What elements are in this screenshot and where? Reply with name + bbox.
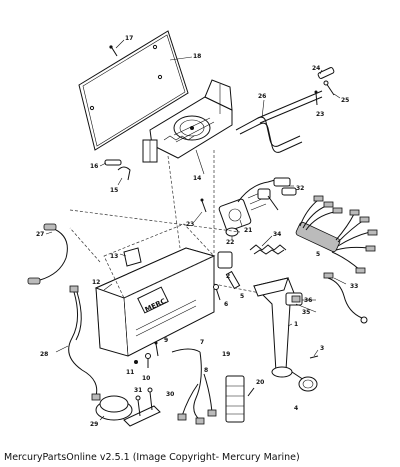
mounting-plate xyxy=(78,30,189,151)
callout-11: 11 xyxy=(126,369,134,376)
pin-16 xyxy=(104,159,122,166)
wire-8 xyxy=(177,351,217,425)
callout-29: 29 xyxy=(90,421,98,428)
screw-10 xyxy=(145,353,151,368)
horn-29 xyxy=(95,395,161,427)
cable-end-24 xyxy=(317,67,335,79)
key-32 xyxy=(257,177,297,211)
wiring-harness xyxy=(295,195,378,274)
wires-to-switch xyxy=(237,177,283,203)
callout-35: 35 xyxy=(302,309,310,316)
screw-23-mid xyxy=(200,198,207,213)
wire-33 xyxy=(323,272,368,324)
bracket-15 xyxy=(117,166,131,181)
callout-23-top: 23 xyxy=(316,111,324,118)
screw-30 xyxy=(147,387,153,411)
callout-19: 19 xyxy=(222,351,230,358)
callout-13: 13 xyxy=(110,253,118,260)
callout-4: 4 xyxy=(294,405,298,412)
callout-9: 9 xyxy=(164,337,168,344)
callout-2: 2 xyxy=(226,273,230,280)
chain-34 xyxy=(249,244,287,255)
callout-7: 7 xyxy=(200,339,204,346)
screw-6 xyxy=(213,284,221,301)
control-housing xyxy=(94,223,216,357)
copyright-caption: MercuryPartsOnline v2.5.1 (Image Copyrig… xyxy=(4,452,300,463)
pin-3 xyxy=(309,355,319,359)
callout-17: 17 xyxy=(125,35,133,42)
callout-22: 22 xyxy=(226,239,234,246)
callout-33: 33 xyxy=(350,283,358,290)
callout-21: 21 xyxy=(244,227,252,234)
callout-34: 34 xyxy=(273,231,281,238)
washer-11 xyxy=(134,360,138,364)
callout-5: 5 xyxy=(240,293,244,300)
callout-1: 1 xyxy=(294,321,298,328)
cable-end-25 xyxy=(323,80,335,96)
leader-lines xyxy=(45,39,347,421)
wire-28 xyxy=(68,285,101,401)
callout-6: 6 xyxy=(224,301,228,308)
callout-10: 10 xyxy=(142,375,150,382)
callout-16: 16 xyxy=(90,163,98,170)
callout-25: 25 xyxy=(341,97,349,104)
callout-20: 20 xyxy=(256,379,264,386)
exploded-parts-diagram: MERC xyxy=(27,30,378,428)
callout-26: 26 xyxy=(258,93,266,100)
callout-30: 30 xyxy=(166,391,174,398)
handle-hub xyxy=(271,366,305,381)
callout-27: 27 xyxy=(36,231,44,238)
plate-13 xyxy=(123,247,142,267)
wire-27 xyxy=(27,223,68,285)
callout-24: 24 xyxy=(312,65,320,72)
screw-20 xyxy=(247,387,255,397)
callout-15: 15 xyxy=(110,187,118,194)
callout-18: 18 xyxy=(193,53,201,60)
wire-7 xyxy=(171,348,201,353)
callout-14: 14 xyxy=(193,175,201,182)
screw-9 xyxy=(154,341,159,357)
throttle-cable xyxy=(235,90,323,153)
pin-23-top xyxy=(314,90,318,106)
screw-31 xyxy=(135,395,141,417)
nut-22 xyxy=(225,227,239,237)
control-mechanism xyxy=(142,79,233,163)
callout-36: 36 xyxy=(304,297,312,304)
callouts: 17 18 14 16 15 26 24 25 23 32 23 21 22 3… xyxy=(36,35,358,428)
callout-8: 8 xyxy=(204,367,208,374)
callout-31: 31 xyxy=(134,387,142,394)
knob-4 xyxy=(298,376,318,392)
part-2 xyxy=(217,251,233,269)
alignment-lines xyxy=(69,150,297,301)
rod-5 xyxy=(225,270,241,290)
callout-3: 3 xyxy=(320,345,324,352)
callout-28: 28 xyxy=(40,351,48,358)
terminal-block-19 xyxy=(225,375,245,423)
callout-12: 12 xyxy=(92,279,100,286)
control-handle xyxy=(253,277,303,373)
screw-17 xyxy=(109,45,118,57)
callout-5-top: 5 xyxy=(316,251,320,258)
callout-32: 32 xyxy=(296,185,304,192)
callout-23-mid: 23 xyxy=(186,221,194,228)
